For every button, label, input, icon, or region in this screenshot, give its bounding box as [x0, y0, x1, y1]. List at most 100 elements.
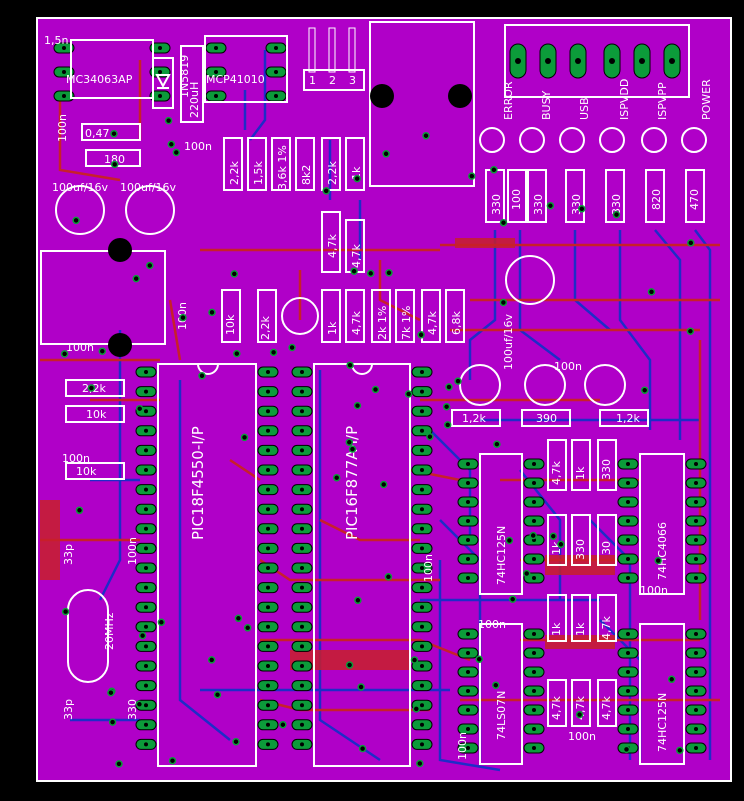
ic-pad — [205, 66, 227, 78]
ic-pad — [257, 640, 279, 652]
via — [546, 201, 555, 210]
via — [132, 274, 140, 283]
res-12k-b: 1,2k — [616, 412, 640, 425]
via — [412, 705, 421, 713]
ic-pad — [291, 699, 313, 711]
res-7k-1p: 7k 1% — [400, 306, 413, 340]
ic-pad — [411, 640, 433, 652]
mcp41010-label: MCP41010 — [206, 73, 265, 86]
ic-pad — [411, 738, 433, 750]
mcp41010-chip: MCP41010 — [204, 35, 288, 103]
ic-pad — [411, 425, 433, 437]
via — [454, 377, 462, 385]
res-10k-a: 10k — [224, 314, 237, 335]
res-12k-a: 1,2k — [462, 412, 486, 425]
ic-pad — [257, 523, 279, 535]
via — [358, 744, 367, 753]
ic-pad — [457, 628, 479, 640]
ic-pad — [135, 503, 157, 515]
ic-pad — [291, 640, 313, 652]
ic-pad — [291, 444, 313, 456]
ic-pad — [291, 503, 313, 515]
ic-pad — [523, 685, 545, 697]
ic-pad — [135, 542, 157, 554]
electrolytic-cap-b: 100uf/16v — [120, 181, 177, 235]
via — [322, 187, 330, 195]
via — [353, 401, 362, 410]
ic-pad — [523, 723, 545, 735]
via — [578, 205, 586, 213]
elec-cap-b-label: 100uf/16v — [120, 181, 177, 194]
crystal-label: 20MHz — [103, 612, 116, 650]
res-180-label: 180 — [104, 153, 125, 166]
via — [522, 569, 531, 578]
ic-pad — [135, 660, 157, 672]
ic-pad — [685, 723, 707, 735]
ic-pad — [257, 582, 279, 594]
via — [654, 556, 662, 565]
ic-pad — [257, 464, 279, 476]
ic-pad — [523, 742, 545, 754]
pic16f877a-chip: PIC16F877A-I/P — [313, 363, 411, 767]
via — [279, 720, 287, 729]
via — [384, 573, 393, 581]
header-pin-2: 2 — [329, 74, 336, 87]
via — [233, 349, 241, 358]
ic-pad — [617, 534, 639, 546]
ic-pad — [205, 90, 227, 102]
ic-pad — [135, 425, 157, 437]
via — [499, 218, 508, 227]
via — [379, 480, 388, 489]
inductor-label: 220uH — [188, 82, 201, 118]
pic18-label: PIC18F4550-I/P — [189, 426, 207, 540]
led-outline — [559, 127, 585, 153]
ic-pad — [291, 680, 313, 692]
cap-100n-h: 100n — [478, 618, 506, 631]
res-47k-e: 4,7k — [550, 461, 563, 485]
via — [549, 532, 558, 540]
res-047-label: 0,47 — [85, 127, 110, 140]
via — [640, 386, 649, 394]
ic-pad — [53, 42, 75, 54]
ic-pad — [523, 553, 545, 565]
voltage-regulator — [369, 21, 475, 187]
elec-cap-a-label: 100uf/16v — [52, 181, 109, 194]
res-47k-f: 4,7k — [600, 616, 613, 640]
ic-pad — [457, 742, 479, 754]
ic-pad — [685, 572, 707, 584]
diode-1n5819 — [152, 57, 174, 109]
led-outline — [681, 127, 707, 153]
ic-pad — [617, 496, 639, 508]
res-47k-g: 4,7k — [550, 696, 563, 720]
ic-pad — [411, 680, 433, 692]
transistors — [281, 297, 626, 406]
ic-pad — [457, 458, 479, 470]
via — [422, 131, 430, 140]
ic-pad — [291, 562, 313, 574]
ic-pad — [685, 477, 707, 489]
ic-pad — [149, 42, 171, 54]
ic-pad — [523, 458, 545, 470]
via — [366, 269, 375, 278]
ic-pad — [257, 386, 279, 398]
via — [382, 150, 390, 158]
via — [146, 261, 154, 270]
via — [612, 210, 621, 219]
res-2k2-c: 2,2k — [259, 316, 272, 340]
ic-pad — [457, 496, 479, 508]
ic-pad — [257, 601, 279, 613]
via — [676, 746, 684, 755]
via — [332, 473, 341, 482]
led-outline — [641, 127, 667, 153]
ic-pad — [291, 484, 313, 496]
ic-pad — [135, 601, 157, 613]
elec-cap-c-label: 100uf/16v — [502, 313, 515, 370]
via — [350, 267, 358, 275]
ic-pad — [257, 405, 279, 417]
ic-pad — [685, 647, 707, 659]
ic-pad — [457, 553, 479, 565]
res-47k-b: 4,7k — [350, 244, 363, 268]
led-outline — [519, 127, 545, 153]
via — [61, 607, 70, 616]
via — [622, 745, 631, 754]
